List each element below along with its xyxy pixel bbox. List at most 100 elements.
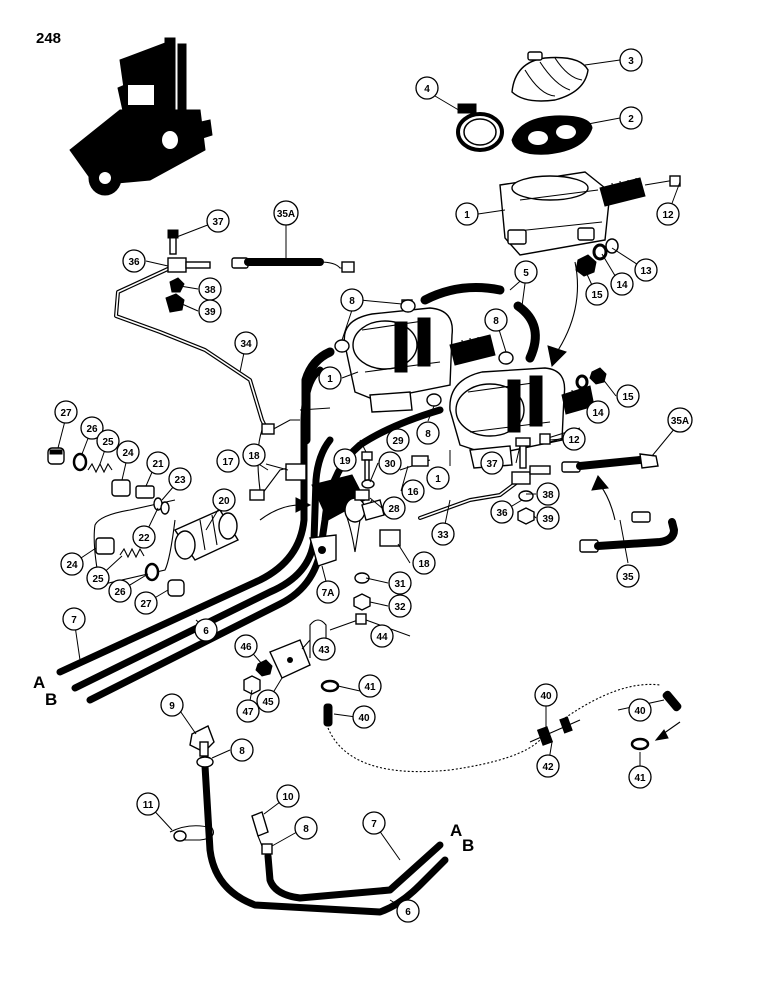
svg-text:10: 10 <box>282 792 294 803</box>
callout-32: 32 <box>388 594 412 618</box>
callout-10: 10 <box>276 784 300 808</box>
svg-text:35A: 35A <box>277 209 295 220</box>
callout-7: 7 <box>362 811 386 835</box>
nut-47 <box>243 675 261 695</box>
master-cylinder-right <box>449 367 607 469</box>
callout-25: 25 <box>96 429 120 453</box>
oring-26 <box>72 452 160 582</box>
callout-40: 40 <box>352 705 376 729</box>
valve-assembly-20 <box>93 499 240 586</box>
callout-46: 46 <box>234 634 258 658</box>
callout-29: 29 <box>386 428 410 452</box>
svg-text:20: 20 <box>218 496 230 507</box>
callout-22: 22 <box>132 525 156 549</box>
svg-text:38: 38 <box>542 490 554 501</box>
callout-42: 42 <box>536 754 560 778</box>
end-marker-b-lower: B <box>462 836 474 855</box>
hose-clamp-part <box>456 103 504 152</box>
callout-31: 31 <box>388 571 412 595</box>
callout-8: 8 <box>340 288 364 312</box>
fitting-10 <box>251 811 269 847</box>
oring-23 <box>153 497 170 515</box>
seal-21 <box>135 485 155 499</box>
svg-text:47: 47 <box>242 707 254 718</box>
svg-text:26: 26 <box>86 424 98 435</box>
svg-text:27: 27 <box>140 599 152 610</box>
svg-text:18: 18 <box>418 559 430 570</box>
callout-41: 41 <box>358 674 382 698</box>
svg-text:46: 46 <box>240 642 252 653</box>
svg-text:7: 7 <box>371 819 377 830</box>
svg-text:23: 23 <box>174 475 186 486</box>
callout-37: 37 <box>206 209 230 233</box>
callout-12: 12 <box>656 202 680 226</box>
washer-31 <box>354 572 370 584</box>
svg-text:44: 44 <box>376 632 388 643</box>
callout-3: 3 <box>619 48 643 72</box>
svg-text:3: 3 <box>628 56 634 67</box>
bolt-44 <box>329 613 367 631</box>
callout-27: 27 <box>54 400 78 424</box>
callout-23: 23 <box>168 467 192 491</box>
callout-7A: 7A <box>316 580 340 604</box>
svg-text:26: 26 <box>114 587 126 598</box>
svg-text:6: 6 <box>405 907 411 918</box>
hose-35 <box>579 511 678 553</box>
callout-36: 36 <box>490 500 514 524</box>
nut-46 <box>255 659 273 677</box>
svg-text:27: 27 <box>60 408 72 419</box>
callout-38: 38 <box>536 482 560 506</box>
callout-14: 14 <box>586 400 610 424</box>
svg-text:39: 39 <box>204 307 216 318</box>
callout-25: 25 <box>86 566 110 590</box>
svg-text:40: 40 <box>540 691 552 702</box>
end-marker-a: A <box>33 673 45 692</box>
svg-text:8: 8 <box>303 824 309 835</box>
callout-35A: 35A <box>667 407 693 433</box>
page-number: 248 <box>36 30 62 47</box>
svg-text:45: 45 <box>262 697 274 708</box>
arrow-indicator <box>259 261 681 741</box>
callout-47: 47 <box>236 699 260 723</box>
callout-37: 37 <box>480 451 504 475</box>
forklift-thumbnail-icon <box>69 37 213 196</box>
callout-24: 24 <box>116 440 140 464</box>
svg-text:11: 11 <box>143 800 154 811</box>
brake-line-34 <box>114 266 270 434</box>
svg-text:4: 4 <box>424 84 430 95</box>
callout-28: 28 <box>382 496 406 520</box>
fitting-17 <box>249 423 275 501</box>
callout-18: 18 <box>412 551 436 575</box>
callout-15: 15 <box>585 282 609 306</box>
svg-text:24: 24 <box>66 560 78 571</box>
svg-text:33: 33 <box>437 530 449 541</box>
callout-8: 8 <box>484 308 508 332</box>
tee-block-18 <box>285 463 401 547</box>
svg-text:8: 8 <box>349 296 355 307</box>
callout-6: 6 <box>396 899 420 923</box>
callout-35: 35 <box>616 564 640 588</box>
callout-33: 33 <box>431 522 455 546</box>
fitting-28 <box>354 489 370 501</box>
bolt-29 <box>361 451 373 481</box>
svg-text:38: 38 <box>204 285 216 296</box>
callout-34: 34 <box>234 331 258 355</box>
callout-39: 39 <box>198 299 222 323</box>
svg-text:35A: 35A <box>671 416 689 427</box>
callout-12: 12 <box>562 427 586 451</box>
piston-24 <box>95 479 131 555</box>
svg-text:30: 30 <box>384 459 396 470</box>
callout-5: 5 <box>514 260 538 284</box>
callout-16: 16 <box>401 479 425 503</box>
svg-text:14: 14 <box>616 280 628 291</box>
callout-24: 24 <box>60 552 84 576</box>
callout-6: 6 <box>194 618 218 642</box>
svg-text:15: 15 <box>591 290 603 301</box>
svg-text:17: 17 <box>222 457 234 468</box>
master-cylinder-left <box>343 299 496 413</box>
svg-text:13: 13 <box>640 266 652 277</box>
callout-15: 15 <box>616 384 640 408</box>
cap-8 <box>334 299 514 407</box>
svg-text:15: 15 <box>622 392 634 403</box>
